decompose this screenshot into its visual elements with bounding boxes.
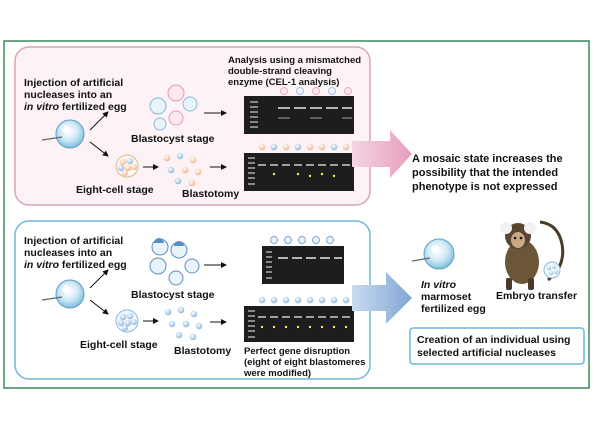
- top-injection-rest: fertilized egg: [59, 101, 127, 113]
- bottom-blastocysts: [149, 238, 200, 286]
- top-injection-line2: nucleases into an: [24, 89, 112, 101]
- top-result-line2: possibility that the intended: [412, 167, 558, 179]
- analysis-line3: enzyme (CEL-1 analysis): [228, 77, 339, 88]
- bottom-eight-cell-label: Eight-cell stage: [80, 339, 158, 351]
- top-blastocysts: [149, 84, 198, 131]
- bottom-injection-line3: in vitro fertilized egg: [24, 259, 127, 271]
- creation-line1: Creation of an individual using: [417, 334, 570, 346]
- bottom-gel-blastocyst: [262, 236, 344, 284]
- marmoset-injection-needle: [411, 257, 431, 262]
- disruption-line3: were modified): [243, 368, 311, 379]
- marmoset-label-line2: marmoset: [421, 291, 472, 303]
- top-blastomeres: [163, 152, 202, 187]
- disruption-line1: Perfect gene disruption: [244, 346, 350, 357]
- top-result-line1: A mosaic state increases the: [412, 153, 563, 165]
- bottom-arrow-to-eight-cell: [89, 299, 109, 315]
- bottom-injection-line1: Injection of artificial: [24, 235, 123, 247]
- bottom-injection-needle: [41, 296, 63, 301]
- marmoset-fertilized-egg: [423, 238, 455, 270]
- bottom-gel-blastomeres: [244, 296, 354, 342]
- top-arrow-to-blastocyst: [89, 111, 109, 131]
- top-injection-line3: in vitro fertilized egg: [24, 101, 127, 113]
- bottom-eight-cell-embryo: [115, 309, 139, 333]
- top-gel-blastocyst: [244, 87, 354, 134]
- marmoset-invitro-label: In vitro: [421, 279, 457, 291]
- top-injection-line1: Injection of artificial: [24, 77, 123, 89]
- marmoset-label-line3: fertilized egg: [421, 303, 486, 315]
- top-injection-italic: in vitro: [24, 101, 60, 113]
- bottom-injection-rest: fertilized egg: [59, 259, 127, 271]
- creation-box: [409, 327, 585, 365]
- top-blastotomy-label: Blastotomy: [182, 188, 239, 200]
- bottom-blastotomy-label: Blastotomy: [174, 345, 231, 357]
- bottom-result-arrow: [352, 272, 412, 324]
- top-gel-blastomeres: [244, 143, 354, 191]
- top-result-arrow: [352, 130, 412, 178]
- marmoset-illustration: [500, 220, 565, 290]
- top-fertilized-egg: [55, 119, 85, 149]
- creation-line2: selected artificial nucleases: [417, 347, 556, 359]
- bottom-injection-italic: in vitro: [24, 259, 60, 271]
- top-eight-cell-embryo: [115, 154, 139, 178]
- bottom-blastomeres: [164, 306, 203, 341]
- top-arrow-to-eight-cell: [89, 141, 109, 157]
- top-blastocyst-label: Blastocyst stage: [131, 133, 215, 145]
- embryo-transfer-label: Embryo transfer: [496, 290, 577, 302]
- bottom-blastocyst-label: Blastocyst stage: [131, 289, 215, 301]
- top-injection-needle: [41, 136, 63, 141]
- top-result-line3: phenotype is not expressed: [412, 181, 557, 193]
- bottom-arrow-to-blastocyst: [89, 269, 109, 289]
- bottom-fertilized-egg: [55, 279, 85, 309]
- disruption-line2: (eight of eight blastomeres: [244, 357, 365, 368]
- embryo-transfer-cells: [543, 261, 561, 279]
- bottom-injection-line2: nucleases into an: [24, 247, 112, 259]
- analysis-line2: double-strand cleaving: [228, 66, 332, 77]
- top-eight-cell-label: Eight-cell stage: [76, 184, 154, 196]
- analysis-line1: Analysis using a mismatched: [228, 55, 361, 66]
